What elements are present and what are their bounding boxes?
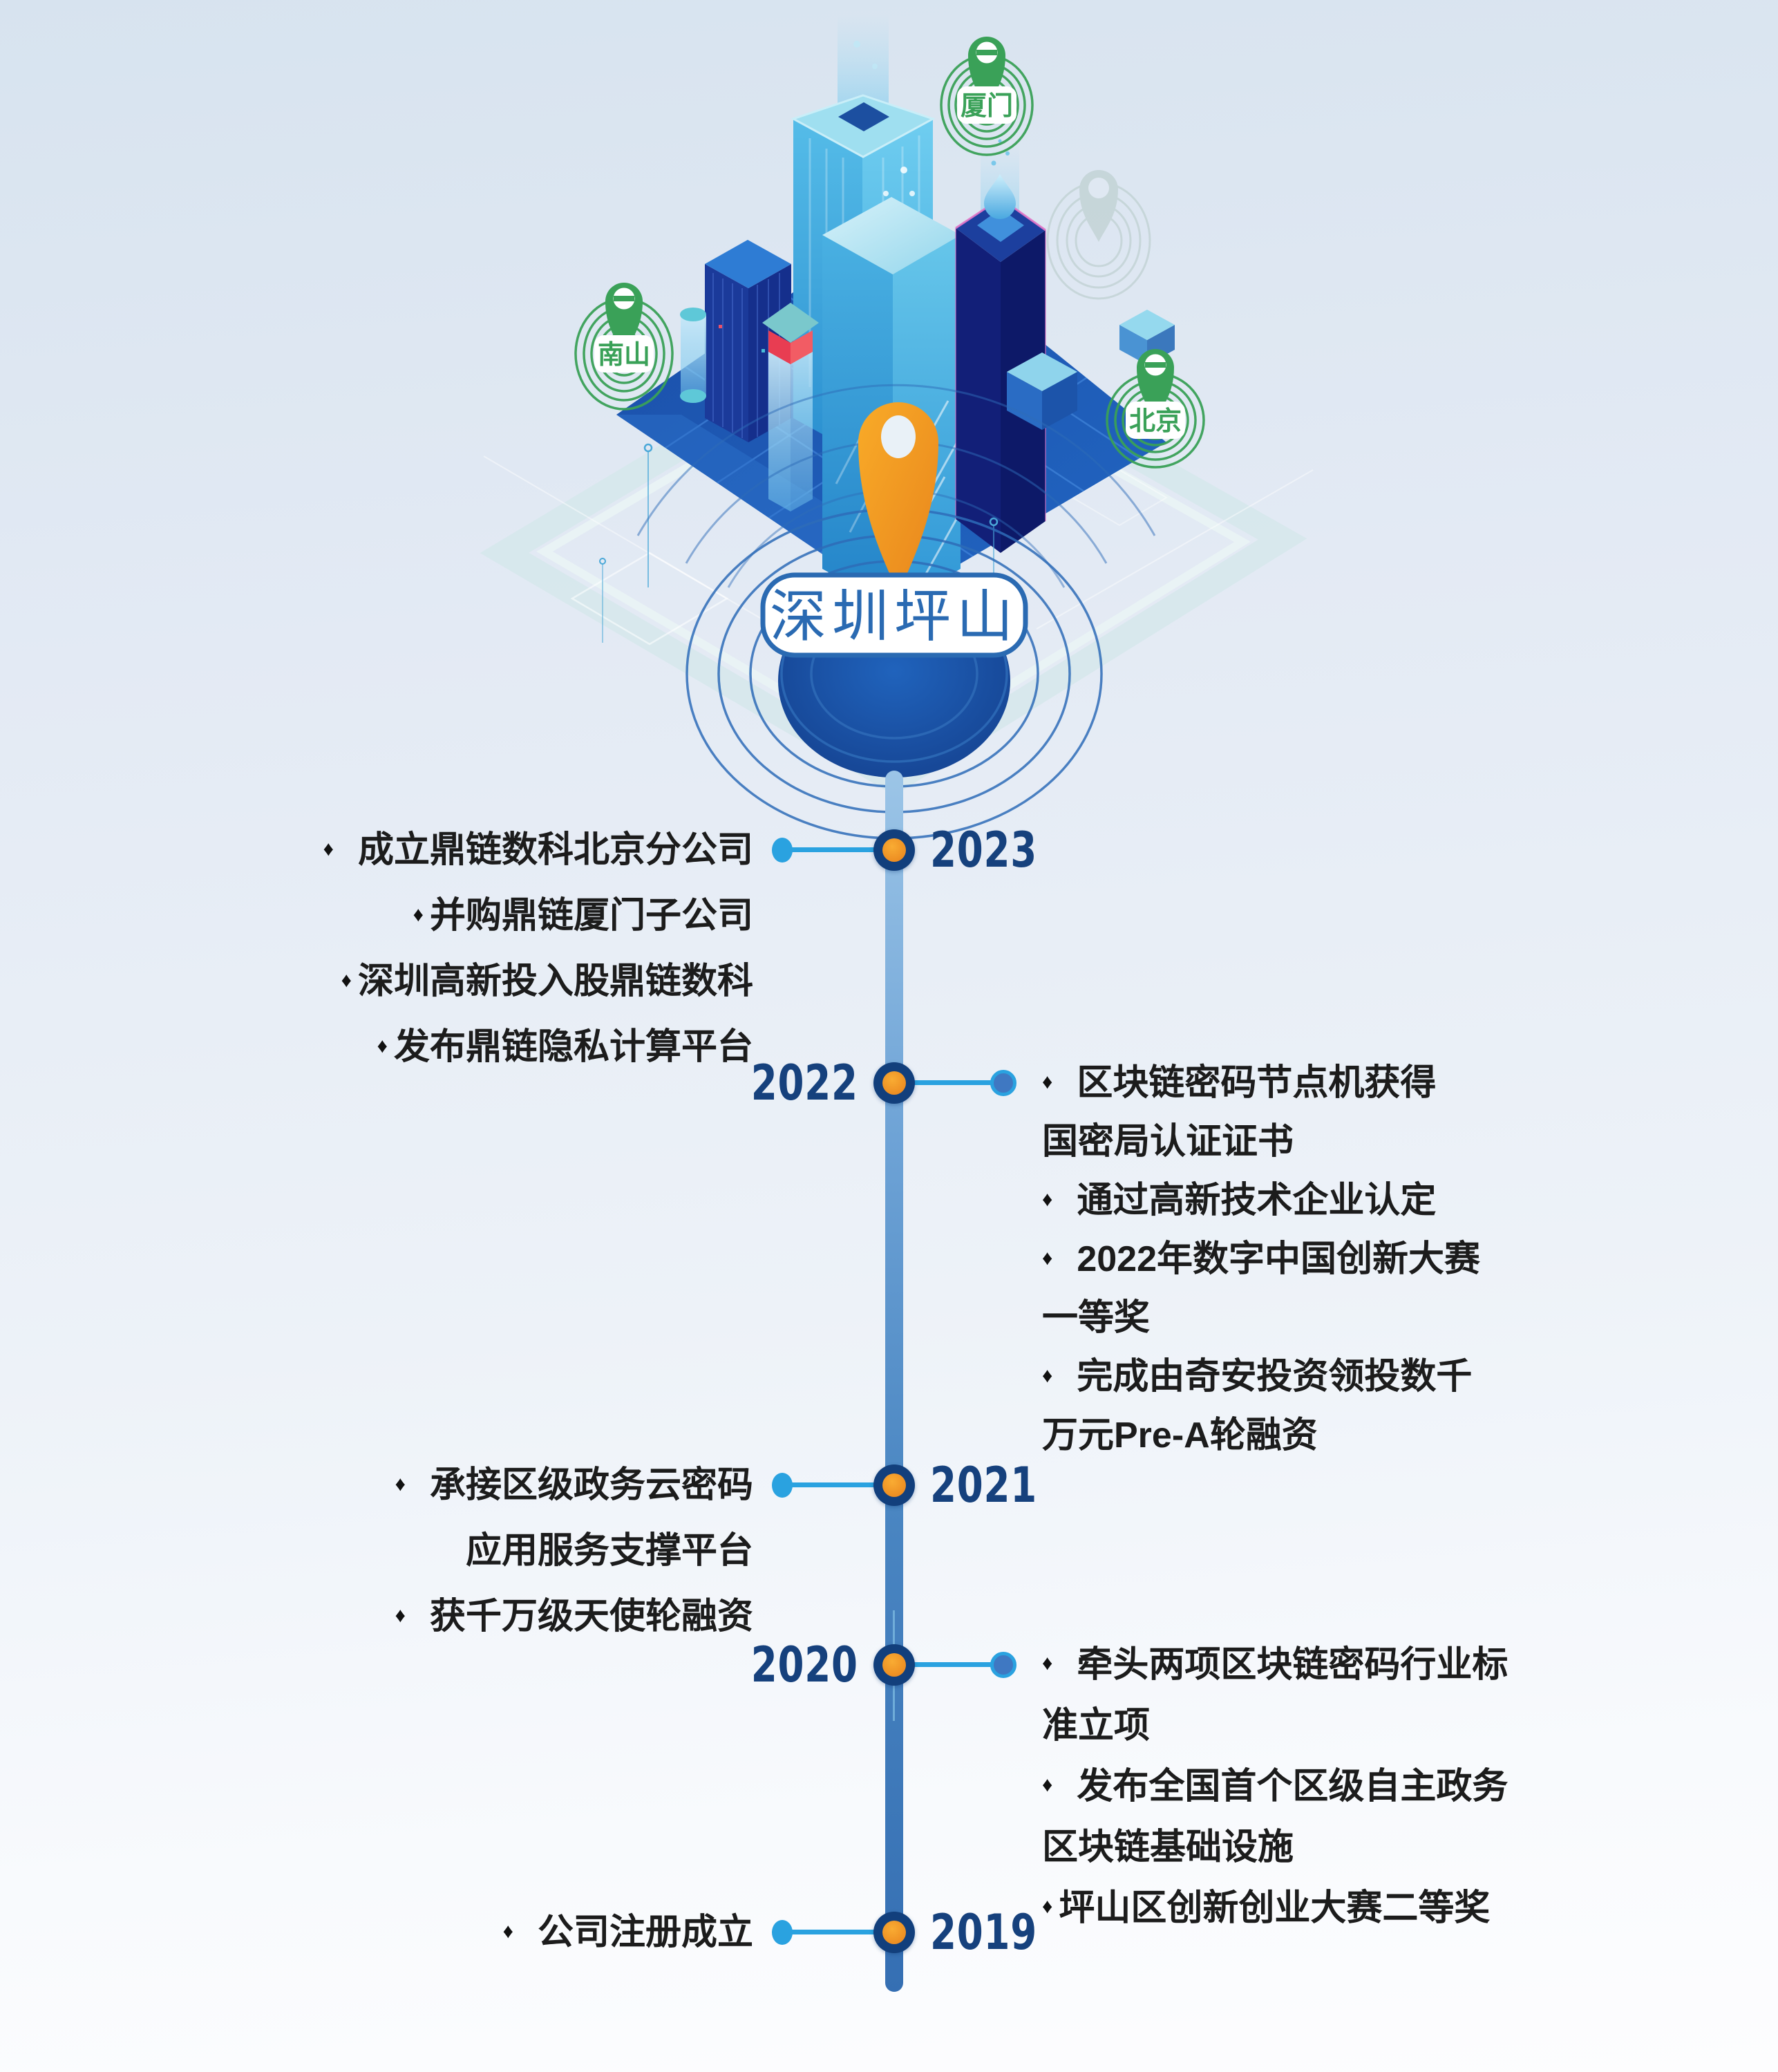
milestone-line: ♦ 公司注册成立 — [502, 1912, 753, 1952]
milestones-2020: ♦ 牵头两项区块链密码行业标准立项 ♦ 发布全国首个区级自主政务区块链基础设施 ♦坪… — [1042, 1635, 1508, 1939]
pin-label-beijing: 北京 — [1129, 407, 1182, 436]
glass-slab — [680, 308, 706, 403]
year-node-2023 — [873, 829, 915, 871]
center-label: 深圳坪山 — [760, 572, 1028, 658]
ghost-pin-watermark — [1046, 170, 1151, 300]
milestones-2023: ♦ 成立鼎链数科北京分公司 ♦并购鼎链厦门子公司 ♦深圳高新投入股鼎链数科 ♦发布鼎链… — [323, 818, 753, 1080]
diamond-bullet-icon: ♦ — [1042, 1773, 1053, 1797]
milestone-line: ♦ 2022年数字中国创新大赛 — [1042, 1239, 1480, 1279]
year-label-2019: 2019 — [930, 1904, 1038, 1961]
connector-line — [782, 847, 894, 852]
milestone-line: 国密局认证证书 — [1042, 1122, 1294, 1162]
connector-line — [782, 1482, 894, 1487]
milestone-line: 准立项 — [1042, 1706, 1151, 1746]
city-pin-xiamen: 厦门 — [940, 37, 1034, 156]
connector-dot — [772, 1473, 793, 1498]
milestone-line: ♦ 承接区级政务云密码 — [395, 1465, 753, 1505]
year-node-2020 — [873, 1644, 915, 1686]
milestone-line: ♦坪山区创新创业大赛二等奖 — [1042, 1888, 1491, 1928]
diamond-bullet-icon: ♦ — [395, 1472, 406, 1496]
pin-label-xiamen: 厦门 — [961, 92, 1013, 121]
diamond-bullet-icon: ♦ — [413, 903, 424, 926]
milestone-line: ♦ 发布全国首个区级自主政务 — [1042, 1767, 1509, 1807]
year-node-2022 — [873, 1062, 915, 1104]
year-label-2022: 2022 — [750, 1055, 858, 1111]
diamond-bullet-icon: ♦ — [502, 1919, 513, 1943]
diamond-bullet-icon: ♦ — [1042, 1246, 1053, 1270]
milestone-line: ♦ 牵头两项区块链密码行业标 — [1042, 1645, 1509, 1685]
city-pin-nanshan: 南山 — [574, 283, 674, 411]
pillar-red-accent — [762, 303, 819, 511]
connector-dot — [990, 1070, 1016, 1096]
milestone-line: ♦发布鼎链隐私计算平台 — [377, 1027, 753, 1067]
diamond-bullet-icon: ♦ — [341, 968, 352, 992]
milestones-2021: ♦ 承接区级政务云密码应用服务支撑平台 ♦ 获千万级天使轮融资 — [395, 1453, 753, 1650]
diamond-bullet-icon: ♦ — [1042, 1070, 1053, 1093]
pin-label-nanshan: 南山 — [598, 341, 650, 370]
connector-line — [894, 1080, 1003, 1085]
year-label-2021: 2021 — [930, 1457, 1038, 1514]
milestone-line: ♦ 完成由奇安投资领投数千 — [1042, 1357, 1473, 1397]
connector-dot — [772, 838, 793, 863]
year-label-2020: 2020 — [750, 1637, 858, 1693]
connector-line — [894, 1662, 1003, 1667]
milestone-line: ♦ 获千万级天使轮融资 — [395, 1597, 753, 1637]
node-core — [882, 1921, 906, 1944]
milestone-line: ♦ 区块链密码节点机获得 — [1042, 1063, 1437, 1103]
cube-cyan-right — [1007, 352, 1077, 430]
diamond-bullet-icon: ♦ — [1042, 1895, 1053, 1919]
center-label-text: 深圳坪山 — [770, 585, 1019, 648]
diamond-bullet-icon: ♦ — [1042, 1652, 1053, 1675]
diamond-bullet-icon: ♦ — [323, 837, 334, 860]
diamond-bullet-icon: ♦ — [1042, 1187, 1053, 1211]
tower-right-navy — [955, 139, 1046, 553]
node-core — [882, 1473, 906, 1497]
connector-dot — [990, 1652, 1016, 1678]
milestone-line: ♦深圳高新投入股鼎链数科 — [341, 961, 753, 1001]
diamond-bullet-icon: ♦ — [395, 1603, 406, 1627]
milestone-line: ♦ 通过高新技术企业认定 — [1042, 1180, 1437, 1221]
diamond-bullet-icon: ♦ — [1042, 1364, 1053, 1387]
milestone-line: ♦并购鼎链厦门子公司 — [413, 896, 753, 936]
connector-dot — [772, 1920, 793, 1945]
year-node-2019 — [873, 1912, 915, 1953]
year-node-2021 — [873, 1464, 915, 1506]
center-pin-icon — [858, 402, 938, 593]
node-core — [882, 1653, 906, 1677]
year-label-2023: 2023 — [930, 822, 1038, 878]
diamond-bullet-icon: ♦ — [377, 1034, 388, 1057]
milestone-line: 万元Pre-A轮融资 — [1042, 1415, 1318, 1456]
city-illustration: 深圳坪山 南山 — [480, 14, 1314, 840]
milestone-line: ♦ 成立鼎链数科北京分公司 — [323, 830, 753, 870]
milestones-2019: ♦ 公司注册成立 — [503, 1900, 753, 1966]
node-core — [882, 1071, 906, 1095]
milestone-line: 区块链基础设施 — [1042, 1827, 1294, 1867]
node-core — [882, 838, 906, 862]
milestones-2022: ♦ 区块链密码节点机获得国密局认证证书 ♦ 通过高新技术企业认定 ♦ 2022年数字… — [1042, 1054, 1480, 1465]
milestone-line: 一等奖 — [1042, 1298, 1151, 1338]
city-pin-beijing: 北京 — [1106, 349, 1205, 469]
connector-line — [782, 1930, 894, 1934]
timeline-line — [885, 771, 903, 1992]
milestone-line: 应用服务支撑平台 — [465, 1531, 753, 1571]
